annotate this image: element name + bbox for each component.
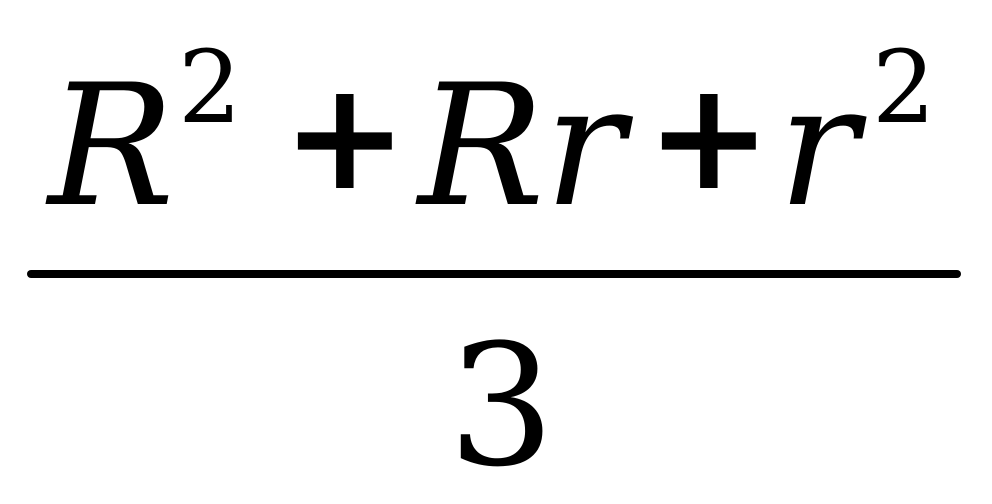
numerator-exponent-r: 2: [872, 29, 936, 146]
plus-sign-1: +: [282, 50, 408, 224]
fraction-bar: [27, 270, 961, 278]
denominator: 3: [448, 308, 555, 504]
numerator-term-Rr: Rr: [418, 48, 625, 244]
numerator-term-R: R: [48, 48, 175, 244]
numerator-term-r: r: [778, 48, 859, 244]
numerator-exponent-R: 2: [178, 29, 242, 146]
plus-sign-2: +: [646, 50, 772, 224]
